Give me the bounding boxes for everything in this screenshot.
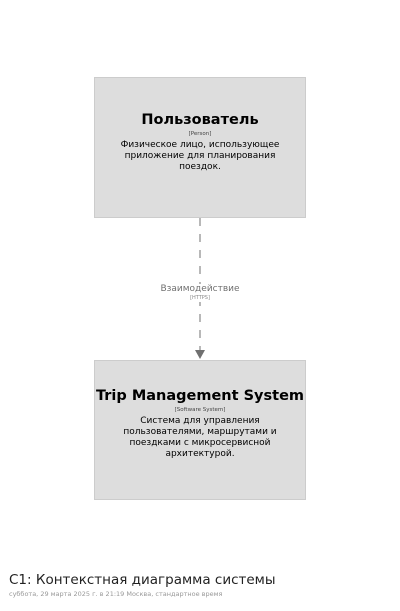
node-title: Trip Management System: [95, 388, 305, 404]
node-type: [Software System]: [174, 407, 226, 413]
relationship-label-text: Взаимодействие: [160, 284, 240, 294]
relationship-technology: [HTTPS]: [190, 295, 210, 301]
diagram-title: C1: Контекстная диаграмма системы: [9, 572, 276, 588]
software-system-node[interactable]: Trip Management System [Software System]…: [94, 360, 306, 500]
node-title: Пользователь: [141, 112, 259, 128]
node-description: Физическое лицо, использующее приложение…: [120, 140, 280, 172]
diagram-footer: C1: Контекстная диаграмма системы суббот…: [9, 572, 394, 599]
relationship-label: Взаимодействие [HTTPS]: [100, 284, 300, 302]
node-description: Система для управления пользователями, м…: [123, 416, 277, 459]
node-type: [Person]: [188, 131, 212, 137]
diagram-timestamp: суббота, 29 марта 2025 г. в 21:19 Москва…: [9, 590, 223, 598]
arrowhead-icon: [195, 350, 205, 359]
person-node-user[interactable]: Пользователь [Person] Физическое лицо, и…: [94, 77, 306, 218]
